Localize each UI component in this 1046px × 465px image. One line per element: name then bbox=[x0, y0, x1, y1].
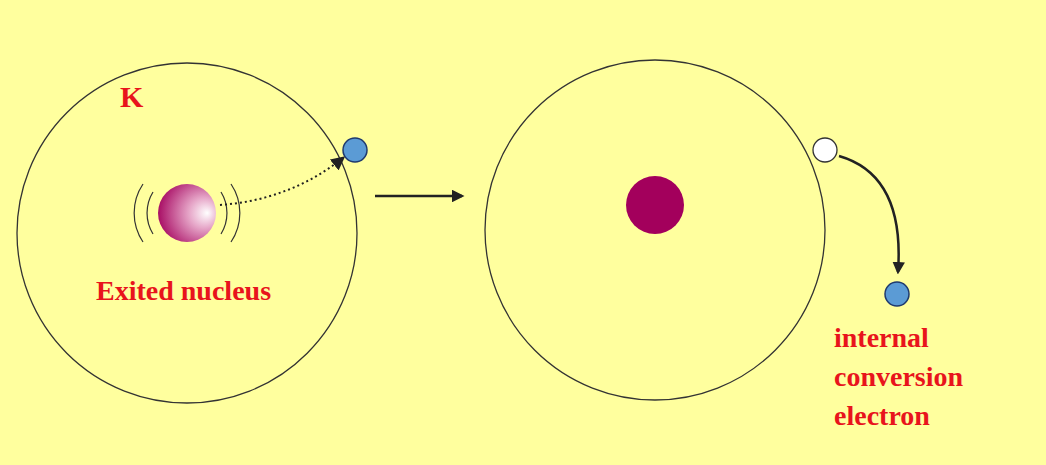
excited-nucleus bbox=[158, 184, 216, 242]
vacancy bbox=[813, 138, 837, 162]
shell-label: K bbox=[120, 80, 143, 113]
transition-arrow bbox=[375, 195, 462, 198]
k-shell bbox=[17, 63, 357, 403]
ground-state-nucleus bbox=[626, 176, 684, 234]
electron-label: internal conversion electron bbox=[834, 318, 1024, 436]
conversion-electron bbox=[885, 282, 909, 306]
k-shell bbox=[485, 60, 825, 400]
k-electron bbox=[343, 138, 367, 162]
excitation-waves bbox=[134, 184, 240, 242]
ejection-arrow bbox=[839, 156, 899, 272]
energy-transfer-arrow bbox=[220, 158, 343, 205]
nucleus-label: Exited nucleus bbox=[96, 276, 271, 307]
